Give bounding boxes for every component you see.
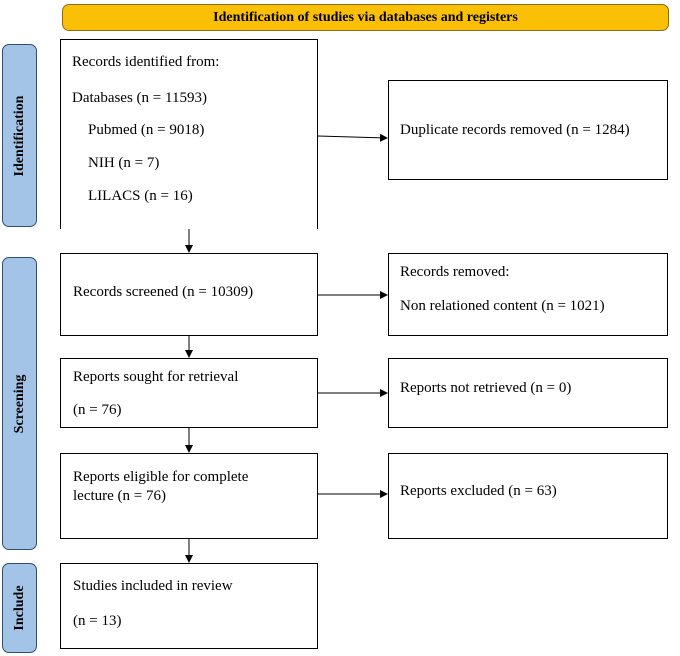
studies-included-line1: Studies included in review (73, 578, 233, 594)
records-screened-label: Records screened (n = 10309) (73, 284, 254, 300)
reports-eligible-line1: Reports eligible for complete (73, 469, 249, 485)
records-removed-detail: Non relationed content (n = 1021) (400, 298, 605, 314)
reports-excluded-label: Reports excluded (n = 63) (400, 483, 557, 499)
duplicates-removed-label: Duplicate records removed (n = 1284) (400, 122, 630, 138)
records-screened-box: Records screened (n = 10309) (60, 253, 318, 336)
records-identified-box: Records identified from: Databases (n = … (60, 39, 318, 229)
studies-included-box: Studies included in review (n = 13) (60, 563, 318, 649)
reports-eligible-box: Reports eligible for complete lecture (n… (60, 453, 318, 539)
reports-sought-line2: (n = 76) (73, 402, 122, 418)
header-banner: Identification of studies via databases … (62, 4, 669, 31)
records-identified-label: Records identified from: (72, 54, 220, 70)
records-removed-box: Records removed: Non relationed content … (388, 253, 668, 336)
studies-included-line2: (n = 13) (73, 613, 122, 629)
source-lilacs: LILACS (n = 16) (88, 188, 193, 204)
reports-not-retrieved-box: Reports not retrieved (n = 0) (388, 358, 668, 428)
source-pubmed: Pubmed (n = 9018) (88, 122, 205, 138)
phase-screening: Screening (2, 257, 37, 550)
reports-eligible-line2: lecture (n = 76) (73, 488, 167, 504)
reports-sought-box: Reports sought for retrieval (n = 76) (60, 358, 318, 428)
source-nih: NIH (n = 7) (88, 155, 160, 171)
phase-identification: Identification (2, 44, 37, 227)
reports-sought-line1: Reports sought for retrieval (73, 369, 239, 385)
reports-not-retrieved-label: Reports not retrieved (n = 0) (400, 380, 572, 396)
phase-include: Include (2, 563, 37, 653)
reports-excluded-box: Reports excluded (n = 63) (388, 453, 668, 539)
header-title: Identification of studies via databases … (213, 9, 518, 25)
arrow-to-duplicates (317, 133, 388, 142)
records-removed-title: Records removed: (400, 264, 510, 280)
databases-count: Databases (n = 11593) (72, 90, 207, 106)
duplicates-removed-box: Duplicate records removed (n = 1284) (388, 80, 668, 180)
